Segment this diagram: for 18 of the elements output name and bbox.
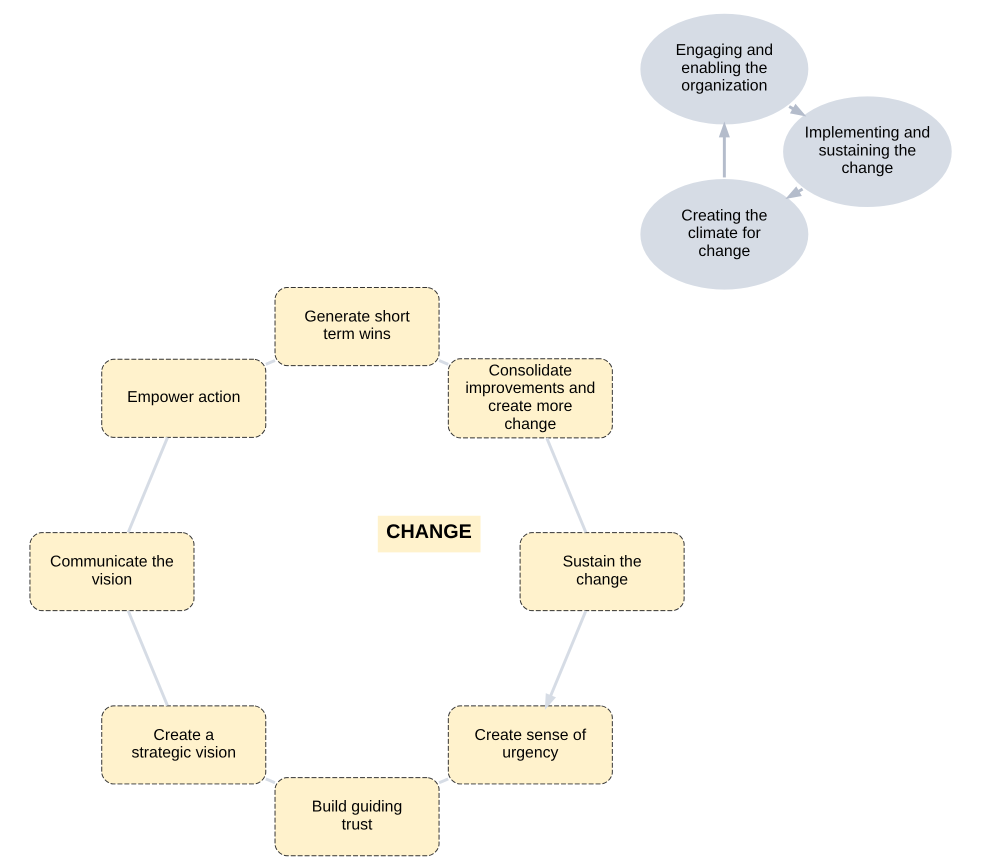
connector: [126, 436, 168, 533]
node-box: Create a strategic vision: [100, 705, 266, 784]
node-box: CHANGE: [377, 516, 480, 552]
node-box: Empower action: [100, 358, 266, 438]
node-box: Sustain the change: [519, 532, 684, 612]
node-box: Build guiding trust: [274, 777, 440, 856]
connector: [544, 438, 587, 533]
arrow: [544, 610, 587, 710]
connector: [264, 778, 276, 784]
node-box: Consolidate improvements and create more change: [447, 358, 612, 438]
arrow: [718, 122, 730, 178]
connector: [264, 359, 276, 366]
node-box: Communicate the vision: [28, 532, 194, 612]
node-box: Generate short term wins: [274, 287, 440, 366]
connector: [438, 359, 448, 366]
connector: [438, 778, 448, 784]
connector: [126, 610, 168, 706]
node-box: Create sense of urgency: [447, 705, 612, 784]
